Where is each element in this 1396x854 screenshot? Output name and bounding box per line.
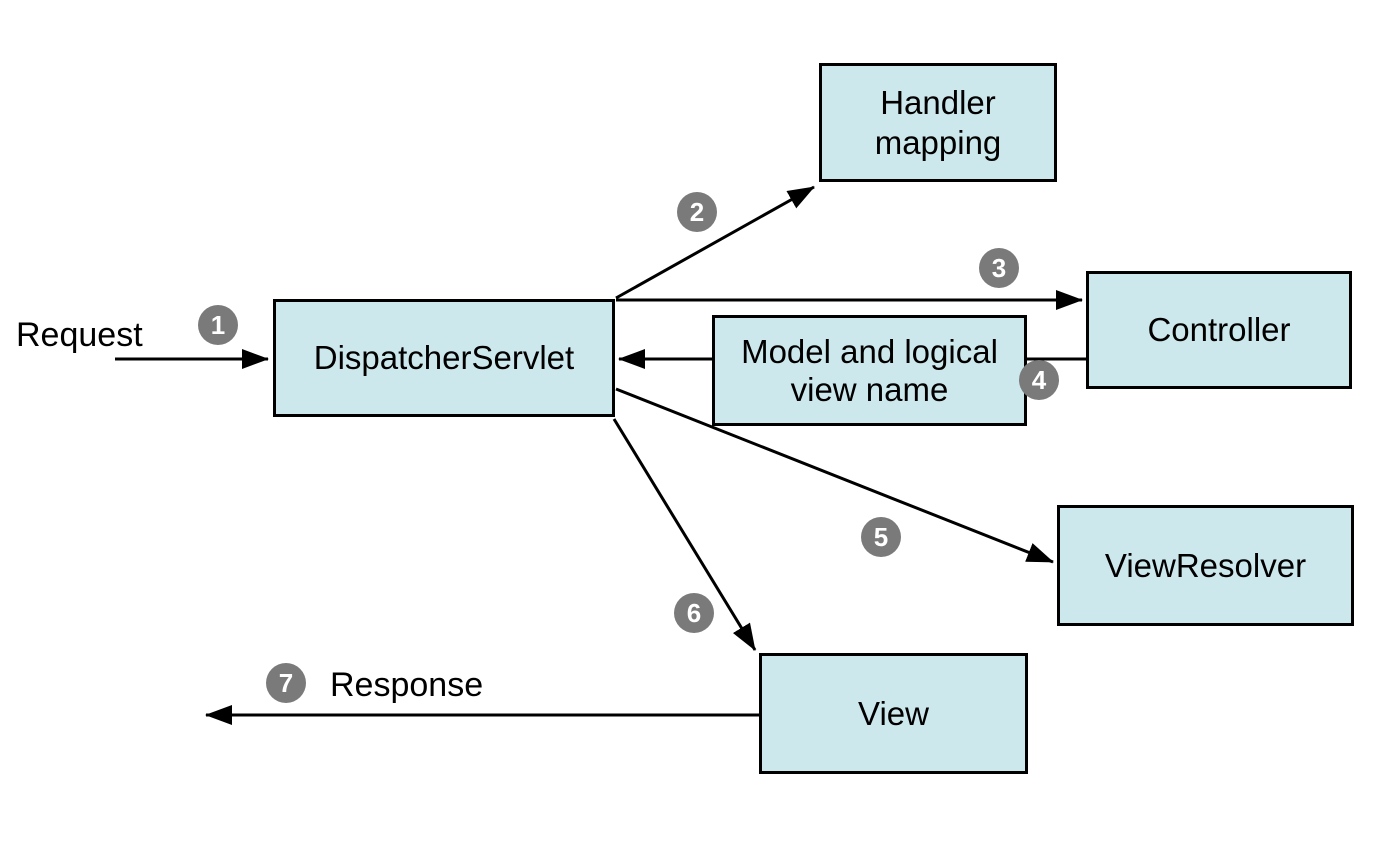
node-model-and-logical-view-name: Model and logical view name (712, 315, 1027, 426)
node-handler-mapping: Handler mapping (819, 63, 1057, 182)
node-dispatcher-servlet: DispatcherServlet (273, 299, 615, 417)
step-badge-2: 2 (677, 192, 717, 232)
node-label-line: view name (790, 370, 949, 408)
node-label: Controller (1147, 311, 1291, 348)
node-label-line: Model and logical (741, 332, 998, 370)
request-label: Request (16, 316, 143, 354)
node-label: View (858, 694, 929, 732)
arrow-6-dispatcher-to-view (612, 418, 757, 651)
node-label-line: mapping (874, 123, 1002, 161)
node-label: DispatcherServlet (313, 339, 575, 376)
step-badge-1: 1 (198, 305, 238, 345)
step-badge-4: 4 (1019, 360, 1059, 400)
arrow-5-dispatcher-to-view-resolver (615, 387, 1054, 564)
step-badge-3: 3 (979, 248, 1019, 288)
step-badge-6: 6 (674, 593, 714, 633)
node-view-resolver: ViewResolver (1057, 505, 1354, 626)
arrow-2-dispatcher-to-handler-mapping (615, 185, 815, 300)
step-badge-7: 7 (266, 663, 306, 703)
node-label: ViewResolver (1104, 546, 1307, 584)
node-label-line: Handler (880, 83, 996, 121)
response-label: Response (330, 666, 484, 704)
node-view: View (759, 653, 1028, 774)
node-controller: Controller (1086, 271, 1352, 389)
step-badge-5: 5 (861, 517, 901, 557)
